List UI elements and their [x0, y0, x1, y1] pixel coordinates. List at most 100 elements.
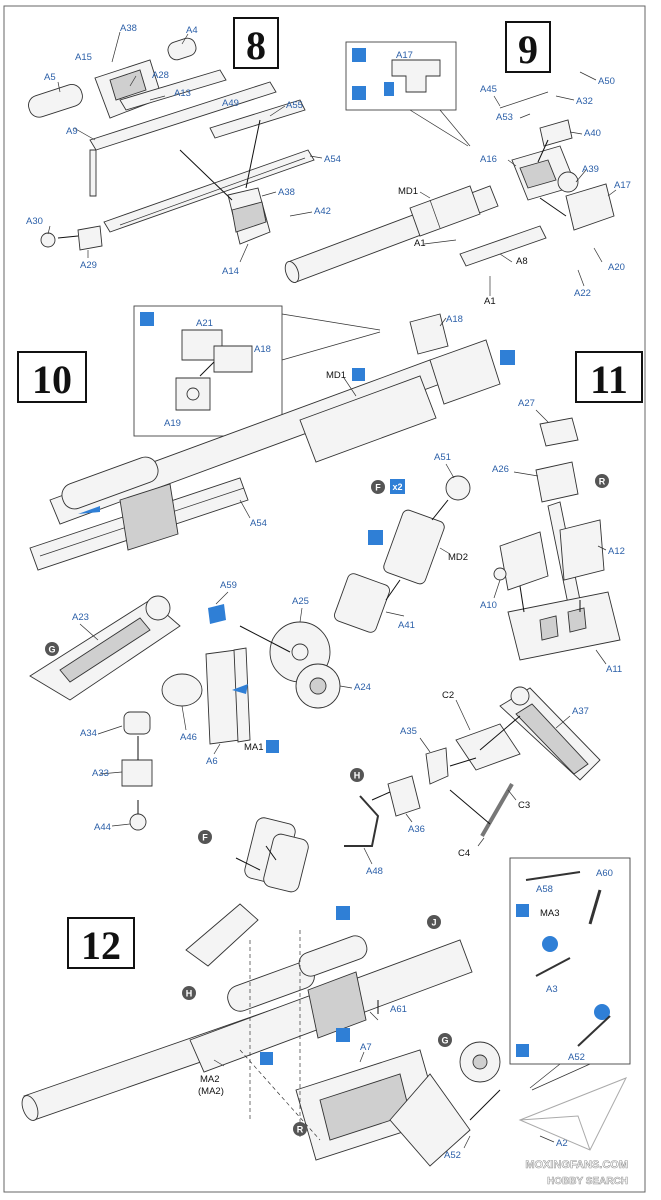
- label-a32: A32: [576, 96, 593, 107]
- label-ma1: MA1: [244, 742, 264, 753]
- label-a61: A61: [390, 1004, 407, 1015]
- label-a42: A42: [314, 206, 331, 217]
- label-a51: A51: [434, 452, 451, 463]
- label-a54: A54: [324, 154, 341, 165]
- label-a21: A21: [196, 318, 213, 329]
- label-a38-top: A38: [120, 23, 137, 34]
- paint-bottle-icon: [368, 530, 383, 545]
- page-border: [3, 5, 646, 1193]
- label-a24: A24: [354, 682, 371, 693]
- marker-r-step11: R: [595, 474, 609, 488]
- label-a52: A52: [444, 1150, 461, 1161]
- label-ma2-alt: (MA2): [198, 1086, 224, 1097]
- svg-text:R: R: [297, 1125, 304, 1135]
- label-a14: A14: [222, 266, 239, 277]
- label-a38-mid: A38: [278, 187, 295, 198]
- step-12-box: 12: [67, 917, 135, 969]
- glue-icon: [352, 48, 366, 62]
- paint-bottle-icon: [336, 906, 350, 920]
- svg-text:R: R: [599, 477, 606, 487]
- lower-drawing: [344, 686, 601, 865]
- label-md2: MD2: [448, 552, 468, 563]
- label-a1-upper: A1: [414, 238, 426, 249]
- label-a20: A20: [608, 262, 625, 273]
- label-a22: A22: [574, 288, 591, 299]
- middle-labels: A51 A41 A59 A25 A23 A24 A34 A46 A6 A33 A…: [72, 452, 468, 833]
- label-a7: A7: [360, 1042, 372, 1053]
- label-a13: A13: [174, 88, 191, 99]
- label-a37: A37: [572, 706, 589, 717]
- label-a52-inset: A52: [568, 1052, 585, 1063]
- paint-drop-icon: [260, 1052, 273, 1065]
- label-a36: A36: [408, 824, 425, 835]
- label-a27: A27: [518, 398, 535, 409]
- marker-r-step12: R: [293, 1122, 307, 1136]
- label-a34: A34: [80, 728, 97, 739]
- label-a18-inset: A18: [254, 344, 271, 355]
- label-a9: A9: [66, 126, 78, 137]
- marker-h-step12: H: [182, 986, 196, 1000]
- paint-stripe-icon: [352, 86, 366, 100]
- label-a15: A15: [75, 52, 92, 63]
- label-a6: A6: [206, 756, 218, 767]
- label-a28: A28: [152, 70, 169, 81]
- watermark-text-1: MOXINGFANS.COM: [525, 1159, 628, 1171]
- step-12-drawing: [21, 817, 555, 1167]
- step-11-labels: A27 A26 A12 A10 A11: [480, 398, 625, 675]
- label-a2: A2: [556, 1138, 568, 1149]
- label-a53: A53: [496, 112, 513, 123]
- label-ma2: MA2: [200, 1074, 220, 1085]
- label-a18: A18: [446, 314, 463, 325]
- label-a23: A23: [72, 612, 89, 623]
- marker-j: J: [427, 915, 441, 929]
- label-c3: C3: [518, 800, 530, 811]
- marker-g-step12: G: [438, 1033, 452, 1047]
- svg-text:G: G: [441, 1036, 448, 1046]
- label-a55: A55: [286, 100, 303, 111]
- svg-text:F: F: [202, 833, 208, 843]
- label-a11: A11: [606, 664, 622, 675]
- label-c2: C2: [442, 690, 454, 701]
- right-inset: [509, 857, 631, 1091]
- label-a1-lower: A1: [484, 296, 496, 307]
- label-a17: A17: [614, 180, 631, 191]
- paint-drop-icon: [352, 368, 365, 381]
- paint-drop-icon: [266, 740, 279, 753]
- paper-plane-logo: [518, 1077, 628, 1151]
- label-a41: A41: [398, 620, 415, 631]
- step-12-number: 12: [81, 923, 121, 968]
- svg-text:H: H: [186, 989, 193, 999]
- rotate-icon: [594, 1004, 610, 1020]
- label-a46: A46: [180, 732, 197, 743]
- step-8-labels: A38 A4 A15 A5 A28 A13 A9 A49 A55 A54 A38…: [26, 23, 341, 277]
- label-a35: A35: [400, 726, 417, 737]
- step-10-labels: A21 A18 A19 A18 A54 MD1: [164, 314, 515, 529]
- svg-text:H: H: [354, 771, 361, 781]
- label-a33: A33: [92, 768, 109, 779]
- middle-drawing: [29, 463, 471, 831]
- label-a16: A16: [480, 154, 497, 165]
- label-a59: A59: [220, 580, 237, 591]
- label-a58: A58: [536, 884, 553, 895]
- watermark-text-2: HOBBY SEARCH: [547, 1176, 628, 1187]
- paint-bottle-icon: [336, 1028, 350, 1042]
- watermark: MOXINGFANS.COM HOBBY SEARCH: [518, 1077, 628, 1187]
- rotate-icon: [542, 936, 558, 952]
- step-10-inset: [133, 305, 381, 437]
- label-a5: A5: [44, 72, 56, 83]
- step-8-box: 8: [233, 17, 279, 69]
- quantity-badge: x2: [392, 482, 402, 492]
- step-11-box: 11: [575, 351, 643, 403]
- step-9-number: 9: [518, 27, 538, 72]
- label-a8: A8: [516, 256, 528, 267]
- right-inset-labels: A58 A60 A3 A52 MA3: [536, 868, 613, 1063]
- label-a30: A30: [26, 216, 43, 227]
- label-a25: A25: [292, 596, 309, 607]
- label-a44: A44: [94, 822, 111, 833]
- lower-labels: A35 A37 A36 A48 C2 C3 C4: [366, 690, 589, 877]
- step-10-number: 10: [32, 357, 72, 402]
- label-c4: C4: [458, 848, 470, 859]
- step-8-drawing: [28, 31, 323, 263]
